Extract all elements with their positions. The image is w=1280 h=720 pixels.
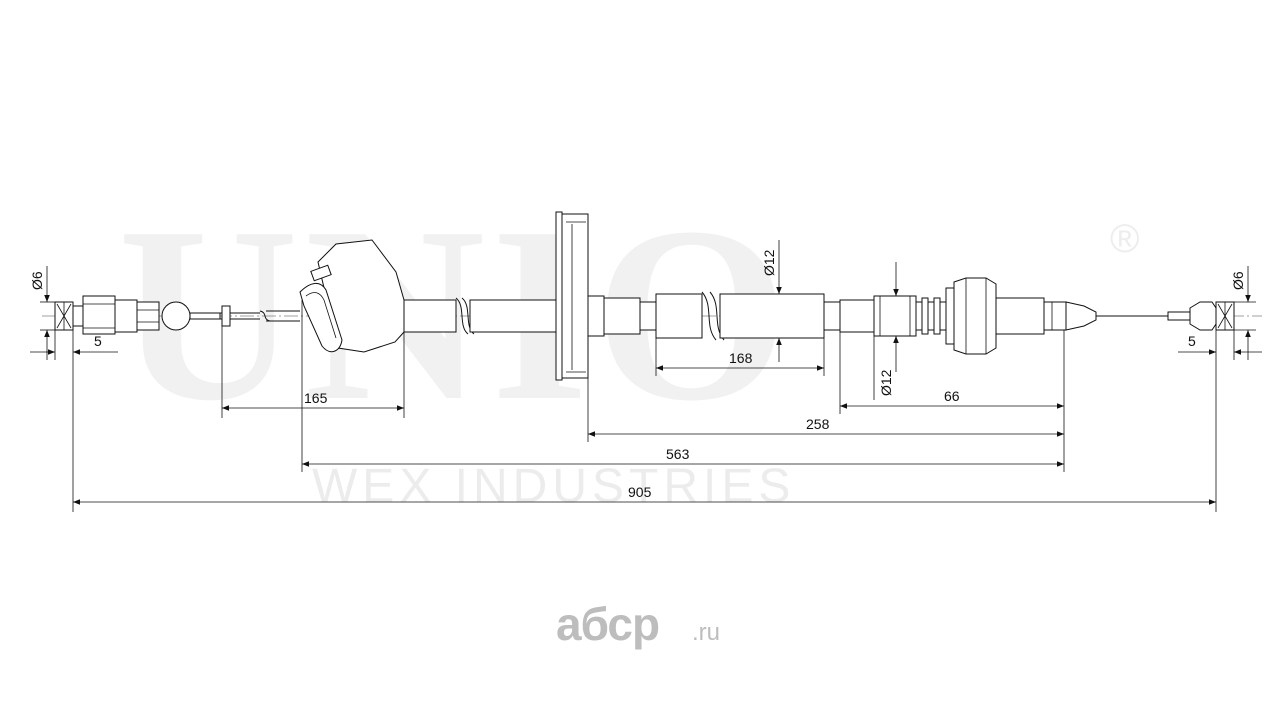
upper-diameter-label: Ø12 [761,249,777,276]
mid-tube [655,291,875,341]
site-logo: абср .ru [556,598,720,650]
left-diameter-dimension: Ø6 [29,266,55,360]
dimension-258: 258 [588,416,1064,437]
left-end-fitting [54,295,221,335]
dimension-66: 66 [840,388,1064,409]
site-logo-tld: .ru [692,619,720,646]
conduit [220,305,300,327]
lower-diameter-dimension: Ø12 [873,262,899,400]
right-offset-dimension: 5 [1178,330,1262,512]
left-offset-dimension: 5 [30,330,118,512]
dimension-563: 563 [302,446,1064,467]
lower-diameter-label: Ø12 [878,369,894,396]
upper-diameter-dimension: Ø12 [761,240,782,362]
conduit-main [403,297,557,335]
watermark-registered-mark: ® [1110,217,1139,261]
watermark-subtitle: WEX INDUSTRIES [312,460,795,513]
dimension-165: 165 [222,390,404,411]
left-diameter-label: Ø6 [29,271,45,290]
extension-lines [221,300,1065,472]
grommet-bracket [299,239,405,353]
disk-grommet [555,211,657,381]
right-diameter-dimension: Ø6 [1230,266,1256,360]
dimension-905: 905 [73,484,1216,505]
dimension-66-label: 66 [944,388,960,404]
right-diameter-label: Ø6 [1230,271,1246,290]
right-end-fitting [1167,301,1235,331]
dimension-258-label: 258 [806,416,830,432]
dimension-168-label: 168 [729,350,753,366]
dimension-168: 168 [656,350,824,371]
dimension-165-label: 165 [304,390,328,406]
right-offset-label: 5 [1188,333,1196,349]
site-logo-name: абср [556,598,659,650]
dimension-905-label: 905 [628,484,652,500]
dimension-563-label: 563 [666,446,690,462]
threaded-adjuster [873,277,1097,355]
left-offset-label: 5 [94,333,102,349]
